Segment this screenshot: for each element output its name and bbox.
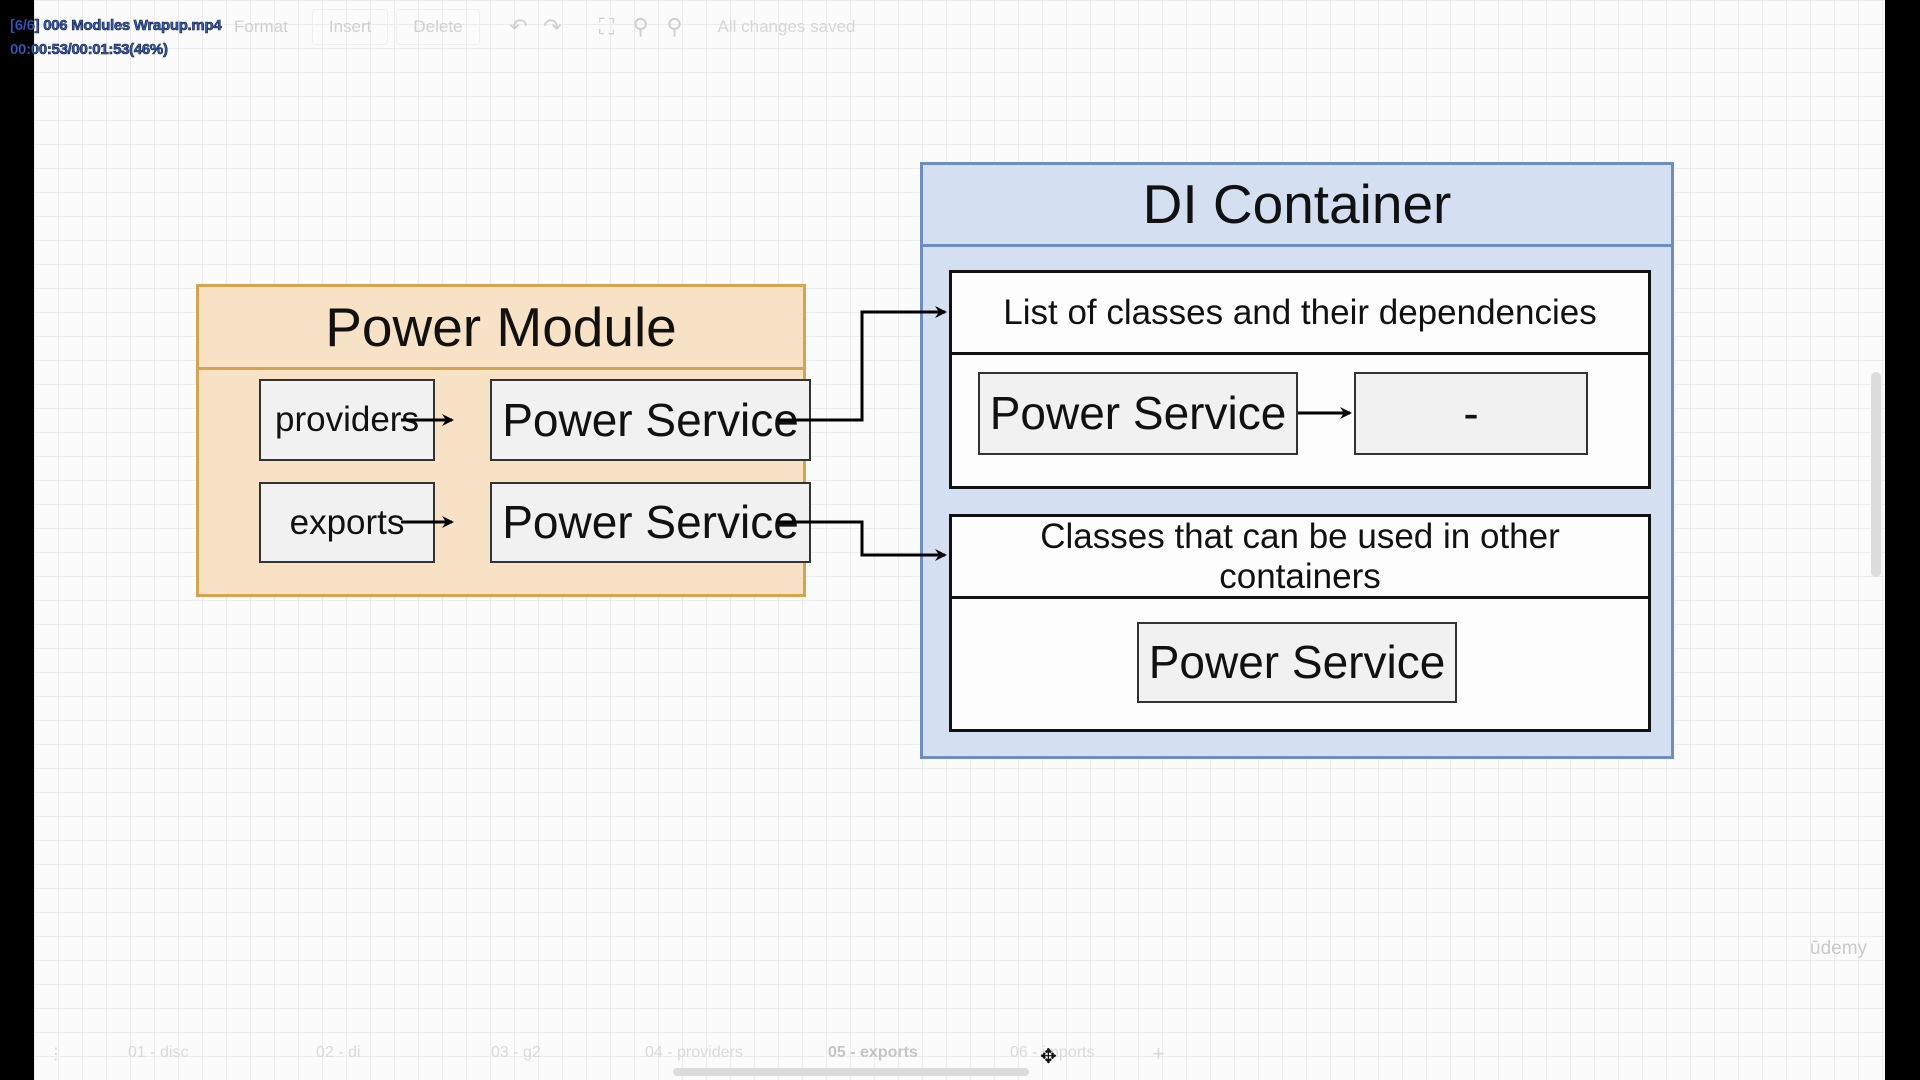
delete-button[interactable]: Delete — [396, 9, 480, 45]
tabs-menu-icon[interactable]: ⋮ — [48, 1046, 64, 1063]
exports-label-box[interactable]: exports — [259, 482, 435, 563]
exported-class-box[interactable]: Power Service — [1137, 622, 1457, 703]
move-cursor-icon: ✥ — [1040, 1046, 1057, 1068]
save-status: All changes saved — [717, 17, 856, 36]
vertical-scrollbar[interactable] — [1871, 372, 1881, 577]
redo-icon[interactable]: ↷ — [543, 14, 562, 39]
providers-service-box[interactable]: Power Service — [490, 379, 811, 461]
video-time: 00:00:53/00:01:53(46%) — [10, 41, 169, 59]
tab-06-imports[interactable]: 06 - imports — [1010, 1044, 1095, 1061]
providers-label-box[interactable]: providers — [259, 379, 435, 461]
tab-04-providers[interactable]: 04 - providers — [645, 1044, 743, 1061]
deps-value-box[interactable]: - — [1354, 372, 1588, 455]
providers-label: providers — [275, 400, 419, 439]
power-module-title: Power Module — [199, 287, 803, 370]
zoom-out-icon[interactable]: ⚲ — [666, 14, 683, 39]
deps-class-box[interactable]: Power Service — [978, 372, 1298, 455]
undo-icon[interactable]: ↶ — [509, 14, 528, 39]
exports-service-box[interactable]: Power Service — [490, 482, 811, 563]
insert-button[interactable]: Insert — [311, 9, 389, 45]
toolbar: Format Insert Delete ↶ ↷ ⛶ ⚲ ⚲ All chang… — [234, 9, 856, 45]
tab-02-di[interactable]: 02 - di — [316, 1044, 361, 1061]
exported-classes-panel-header: Classes that can be used in other contai… — [952, 517, 1648, 599]
zoom-in-icon[interactable]: ⚲ — [632, 14, 649, 39]
horizontal-scrollbar[interactable] — [673, 1068, 1029, 1076]
udemy-watermark: ūdemy — [1810, 938, 1868, 959]
exported-class-label: Power Service — [1148, 636, 1446, 688]
di-container-title: DI Container — [923, 165, 1671, 247]
tab-05-exports[interactable]: 05 - exports — [828, 1044, 918, 1061]
format-button[interactable]: Format — [234, 17, 288, 36]
video-filename: [6/6] 006 Modules Wrapup.mp4 — [10, 17, 222, 35]
exports-service-label: Power Service — [502, 496, 799, 548]
deps-value-label: - — [1463, 387, 1479, 439]
tab-01-disc[interactable]: 01 - disc — [128, 1044, 189, 1061]
exports-label: exports — [289, 503, 405, 542]
providers-service-label: Power Service — [502, 394, 799, 446]
tab-03-g2[interactable]: 03 - g2 — [491, 1044, 541, 1061]
fullscreen-icon[interactable]: ⛶ — [598, 14, 615, 39]
deps-class-label: Power Service — [989, 387, 1287, 439]
page-tabs: ⋮ 01 - disc 02 - di 03 - g2 04 - provide… — [34, 1041, 1885, 1074]
video-overlay: [6/6] 006 Modules Wrapup.mp4 00:00:53/00… — [10, 14, 222, 62]
add-page-icon[interactable]: + — [1152, 1041, 1165, 1066]
diagram-canvas[interactable]: Format Insert Delete ↶ ↷ ⛶ ⚲ ⚲ All chang… — [34, 0, 1885, 1080]
dependencies-panel-header: List of classes and their dependencies — [952, 273, 1648, 355]
